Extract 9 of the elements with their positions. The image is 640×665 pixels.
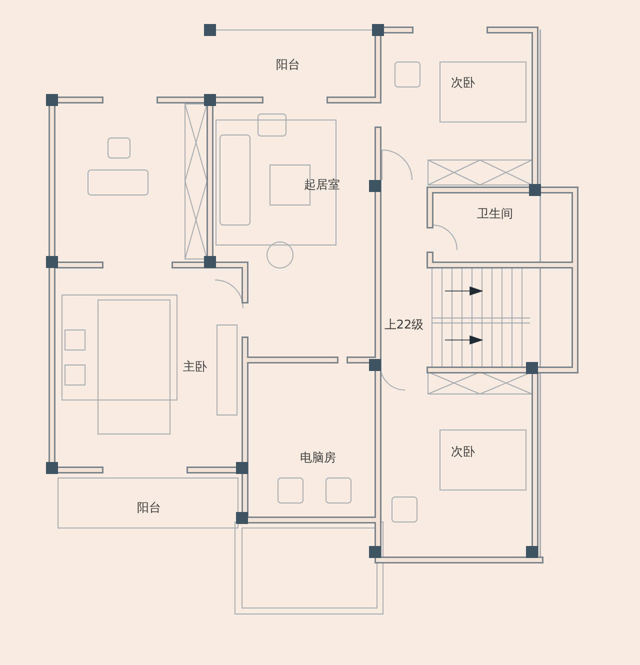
room-label: 起居室 (304, 176, 340, 194)
room-label: 次卧 (451, 74, 475, 92)
room-label: 卫生间 (477, 206, 513, 222)
room-label: 主卧 (183, 358, 207, 376)
room-label: 电脑房 (300, 450, 336, 466)
room-label: 阳台 (276, 56, 300, 74)
room-label: 次卧 (451, 444, 475, 460)
stair-label: 上22级 (384, 316, 424, 334)
room-label: 阳台 (137, 500, 161, 516)
